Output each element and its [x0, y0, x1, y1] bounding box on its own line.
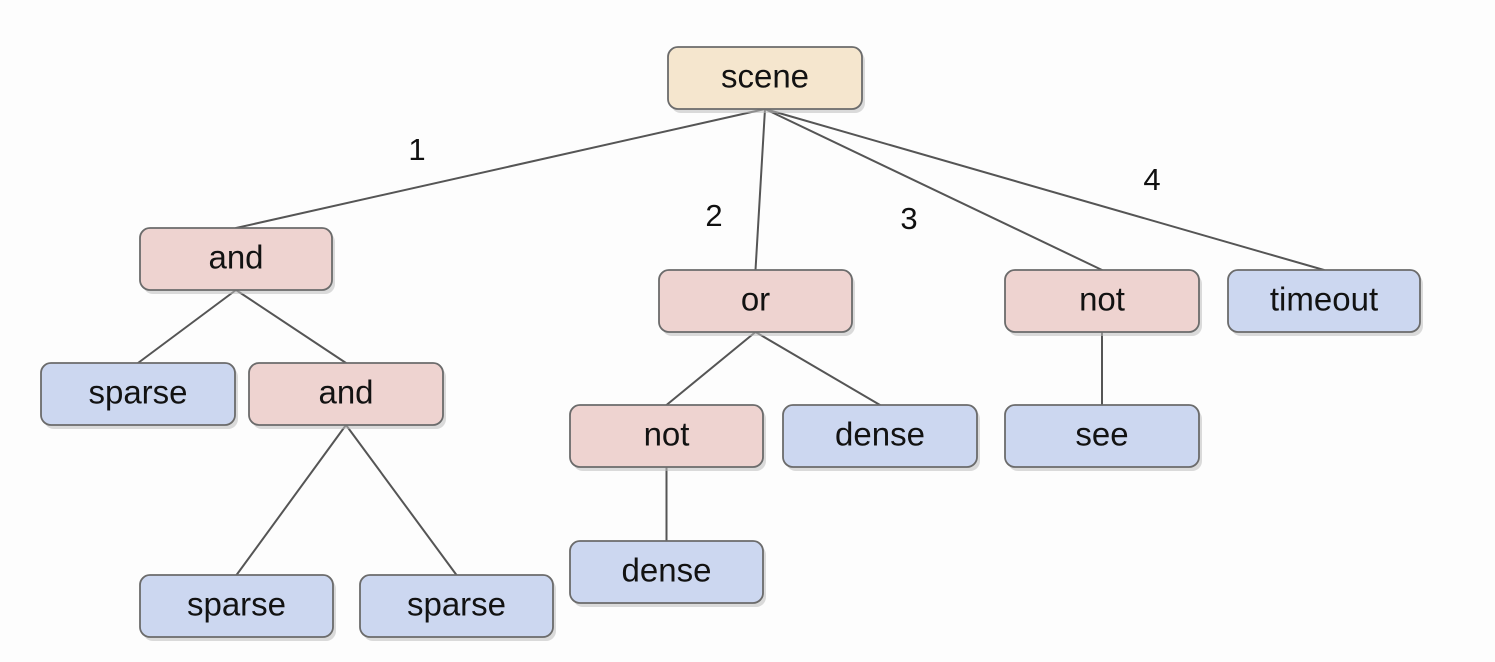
- node-and1[interactable]: and: [139, 227, 335, 294]
- node-timeout1[interactable]: timeout: [1227, 269, 1423, 336]
- node-not2[interactable]: not: [1004, 269, 1202, 336]
- node-label-dense1: dense: [835, 416, 925, 453]
- edge-or1-to-dense1: [754, 331, 881, 406]
- edge-label-1: 1: [408, 132, 425, 167]
- edge-and2-to-sparse2: [235, 424, 347, 576]
- node-box-or1[interactable]: [658, 269, 853, 333]
- edge-scene-to-timeout1: [764, 108, 1325, 271]
- edge-scene-to-not2: [764, 108, 1103, 271]
- node-box-sparse3[interactable]: [359, 574, 554, 638]
- edge-labels-layer: 1 2 3 4: [408, 132, 1160, 236]
- node-sparse1[interactable]: sparse: [40, 362, 238, 429]
- edge-scene-to-or1: [754, 108, 766, 271]
- node-dense1[interactable]: dense: [782, 404, 980, 471]
- node-label-dense2: dense: [622, 552, 712, 589]
- edge-and1-to-and2: [235, 289, 347, 364]
- node-box-not2[interactable]: [1004, 269, 1200, 333]
- edge-scene-to-and1: [235, 108, 766, 229]
- node-box-not1[interactable]: [569, 404, 764, 468]
- nodes-layer: scene and sparse and sparse sparse or not dense d…: [40, 46, 1423, 641]
- node-scene[interactable]: scene: [667, 46, 865, 113]
- node-or1[interactable]: or: [658, 269, 855, 336]
- node-sparse2[interactable]: sparse: [139, 574, 336, 641]
- node-box-see1[interactable]: [1004, 404, 1200, 468]
- edge-and2-to-sparse3: [345, 424, 458, 576]
- node-label-not2: not: [1079, 281, 1125, 318]
- node-box-timeout1[interactable]: [1227, 269, 1421, 333]
- node-label-sparse1: sparse: [88, 374, 187, 411]
- node-box-and1[interactable]: [139, 227, 333, 291]
- node-box-scene[interactable]: [667, 46, 863, 110]
- edges-layer: [137, 108, 1325, 576]
- node-label-see1: see: [1075, 416, 1128, 453]
- edge-or1-to-not1: [665, 331, 757, 406]
- node-label-timeout1: timeout: [1270, 281, 1378, 318]
- node-label-sparse3: sparse: [407, 586, 506, 623]
- node-box-dense2[interactable]: [569, 540, 764, 604]
- edge-label-3: 3: [900, 201, 917, 236]
- node-see1[interactable]: see: [1004, 404, 1202, 471]
- edge-and1-to-sparse1: [137, 289, 237, 364]
- node-box-sparse1[interactable]: [40, 362, 236, 426]
- node-label-scene: scene: [721, 58, 809, 95]
- node-label-sparse2: sparse: [187, 586, 286, 623]
- node-sparse3[interactable]: sparse: [359, 574, 556, 641]
- node-box-and2[interactable]: [248, 362, 444, 426]
- node-box-dense1[interactable]: [782, 404, 978, 468]
- edge-label-2: 2: [705, 198, 722, 233]
- node-not1[interactable]: not: [569, 404, 766, 471]
- node-box-sparse2[interactable]: [139, 574, 334, 638]
- node-label-not1: not: [644, 416, 690, 453]
- node-label-or1: or: [741, 281, 770, 318]
- node-and2[interactable]: and: [248, 362, 446, 429]
- edge-label-4: 4: [1143, 162, 1160, 197]
- node-dense2[interactable]: dense: [569, 540, 766, 607]
- node-label-and1: and: [208, 239, 263, 276]
- node-label-and2: and: [318, 374, 373, 411]
